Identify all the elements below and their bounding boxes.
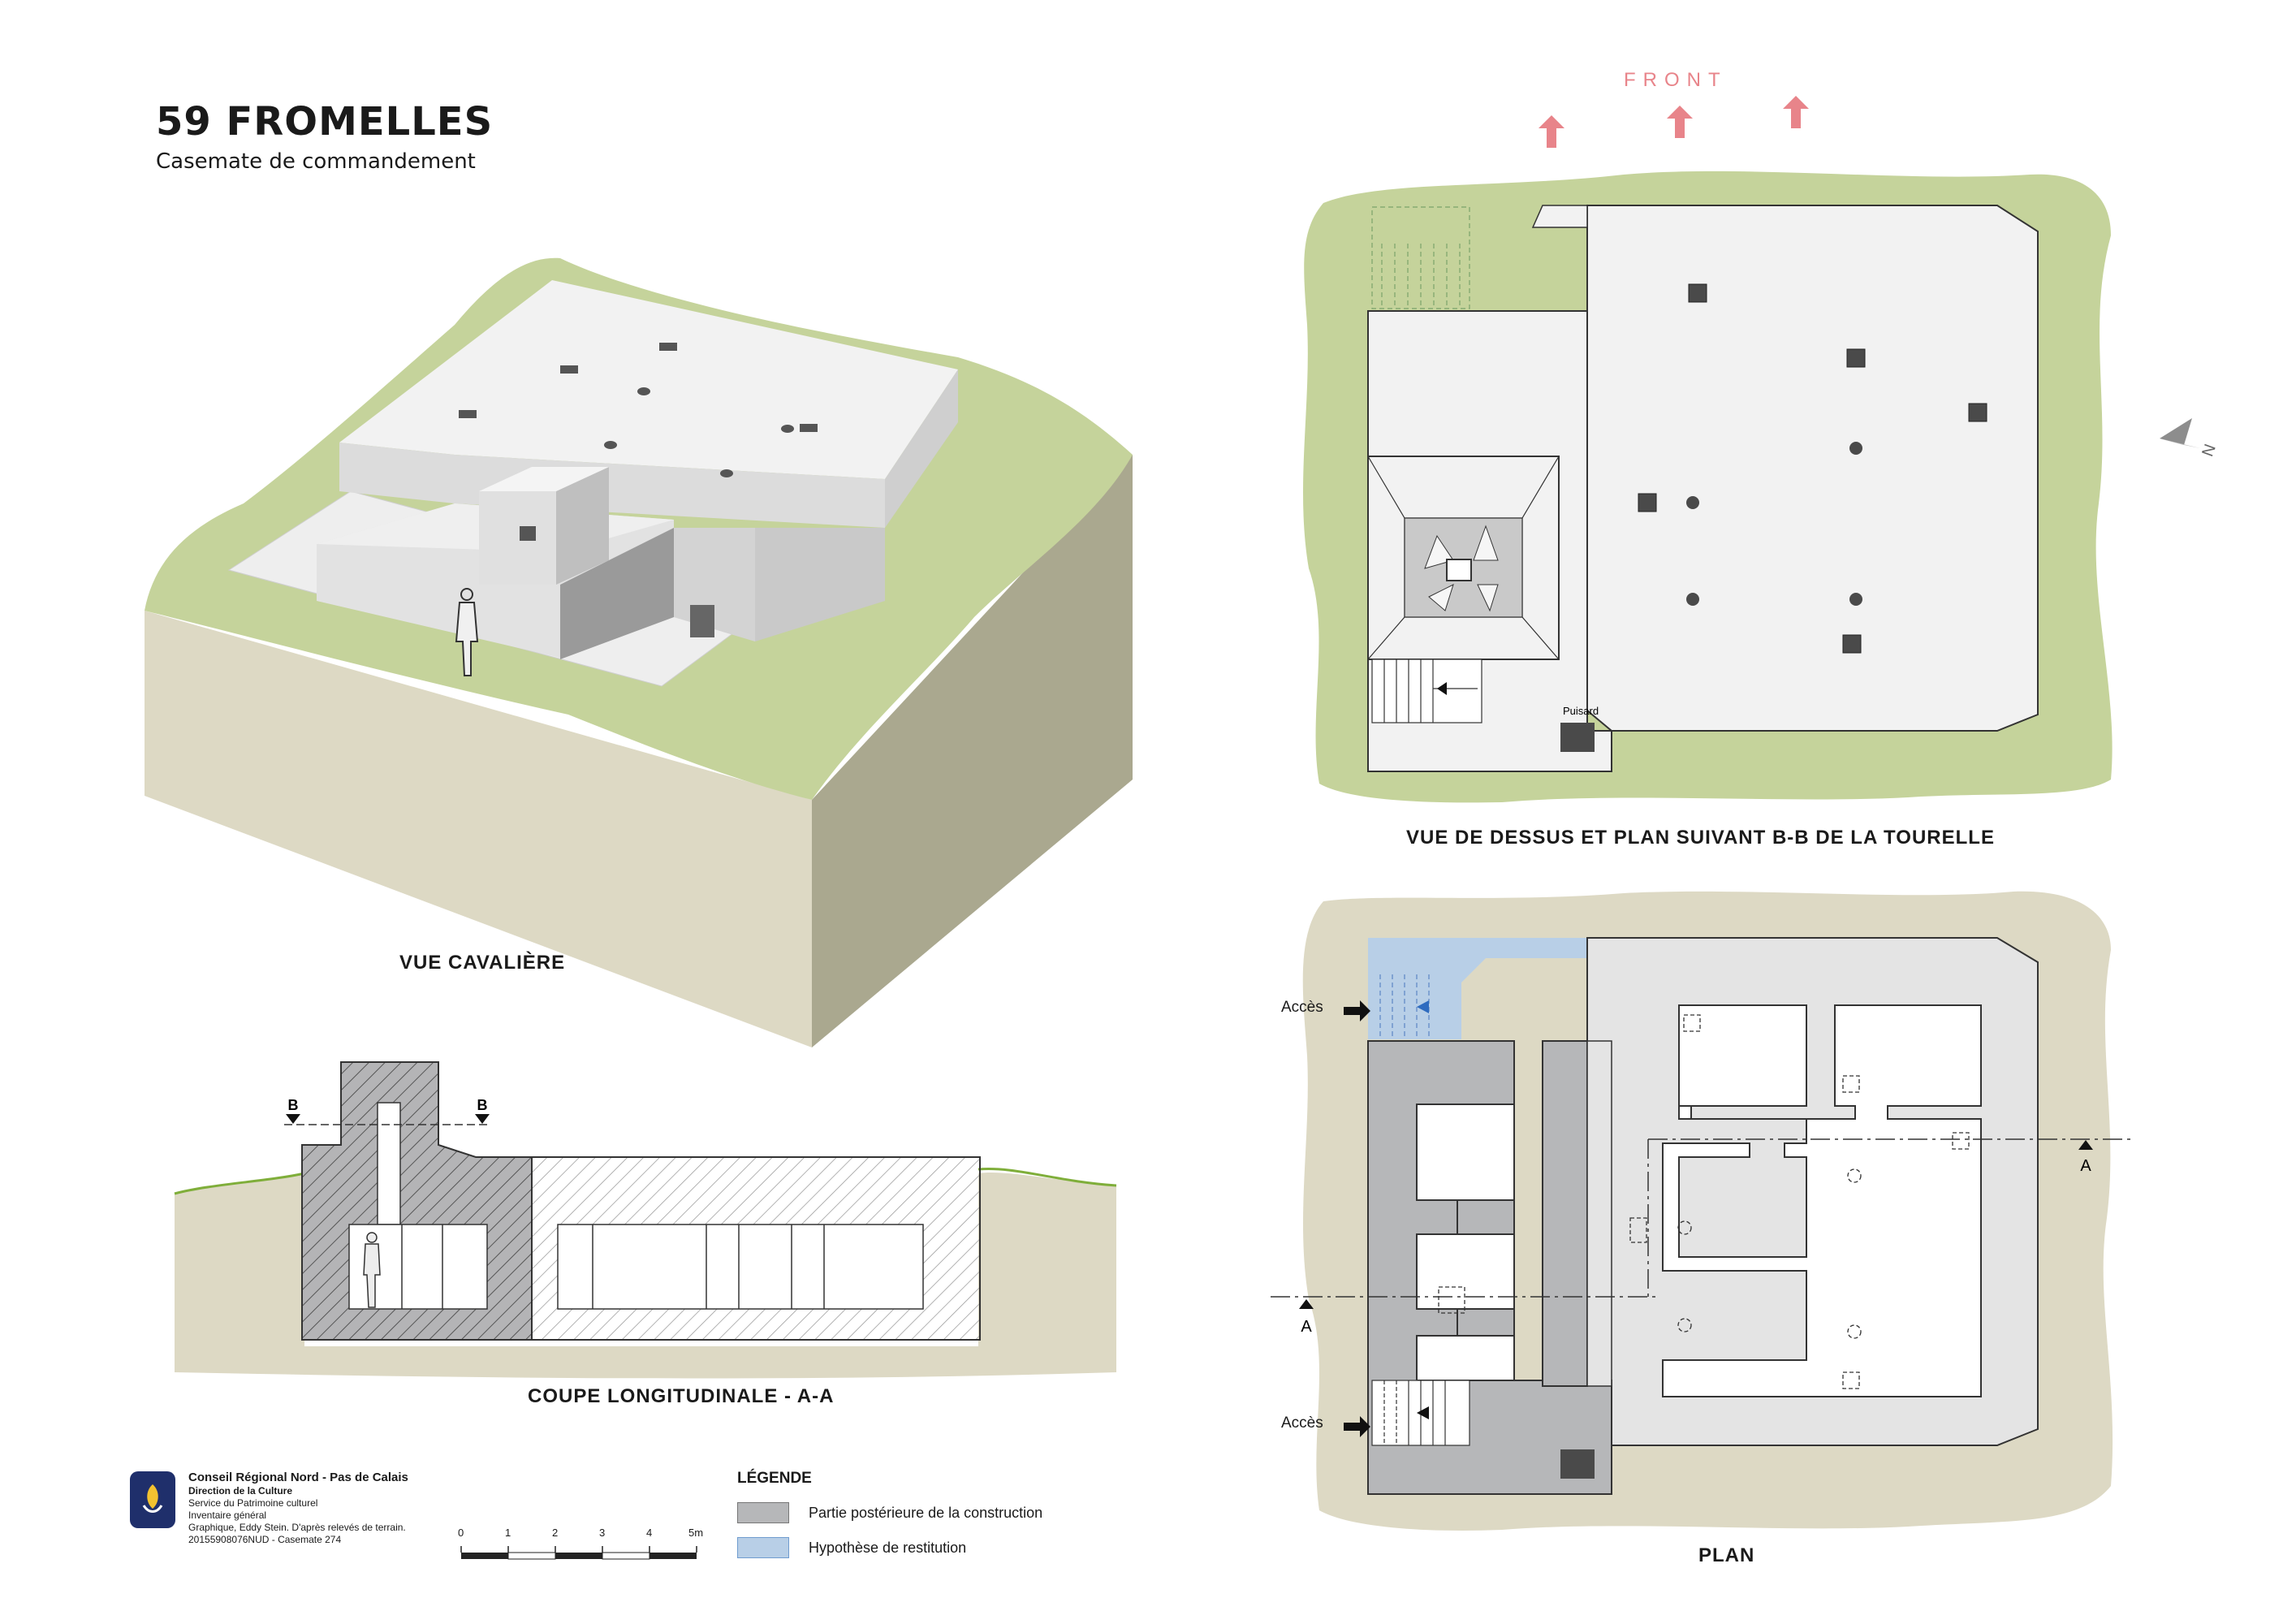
coupe-ground [175, 1172, 1116, 1379]
scale-tick-3: 3 [599, 1527, 606, 1539]
entrance-block [560, 528, 674, 659]
dessus-restitution-stairs [1371, 206, 1470, 309]
label-a-right: A [2080, 1157, 2091, 1175]
tower-top [479, 467, 609, 491]
dessus-notch [1531, 205, 1588, 228]
plan-rear-rooms [1416, 1104, 1515, 1381]
roof-side-face [885, 369, 958, 528]
legend-item-posterior: Partie postérieure de la construction [737, 1502, 1042, 1523]
caption-plan: PLAN [1698, 1544, 1755, 1566]
acces-arrow-top [1344, 1000, 1370, 1021]
region-emblem-icon [142, 1484, 163, 1513]
caption-vue-cavaliere: VUE CAVALIÈRE [399, 952, 566, 974]
soil-side-face [812, 455, 1133, 1047]
section-marker-a-left [1299, 1299, 1314, 1309]
front-room [557, 1224, 924, 1310]
tower-embrasure [520, 526, 536, 541]
roof-front-face [339, 443, 885, 528]
page-title: 59 FROMELLES [156, 99, 494, 145]
legend-title: LÉGENDE [737, 1470, 812, 1487]
organisation-block: Conseil Régional Nord - Pas de Calais Di… [188, 1470, 408, 1546]
north-arrow: N [2160, 418, 2220, 459]
plan-middle-inner [1586, 1040, 1612, 1387]
soil-front-face [145, 611, 812, 1047]
turret-blades [1424, 525, 1499, 612]
acces-arrow-bottom [1344, 1416, 1370, 1437]
legend-label-posterior: Partie postérieure de la construction [809, 1504, 1043, 1521]
coupe-grass-right [978, 1167, 1117, 1187]
legend-item-restitution: Hypothèse de restitution [737, 1537, 966, 1558]
vue-cavaliere [145, 257, 1133, 1047]
plan-restitution [1368, 938, 1587, 1039]
region-logo [130, 1471, 175, 1528]
soldier-figure [455, 588, 479, 676]
front-arrows [1539, 96, 1809, 148]
section-marker-a-right [2078, 1140, 2093, 1150]
turret-hatch [1446, 559, 1472, 581]
dessus-main-block [1586, 205, 2039, 732]
org-credit: Graphique, Eddy Stein. D'après relevés d… [188, 1522, 406, 1533]
roof-top [339, 280, 958, 479]
tower-shaft [377, 1102, 401, 1225]
scale-tick-4: 4 [646, 1527, 653, 1539]
roof-vent-circles [1686, 442, 1862, 606]
scale-tick-2: 2 [552, 1527, 559, 1539]
label-a-left: A [1301, 1318, 1312, 1336]
plan: A A [1271, 891, 2135, 1531]
plan-middle-wall [1542, 1040, 1588, 1387]
plan-restitution-arrow [1417, 1000, 1429, 1013]
plan-stairs-arrow [1417, 1406, 1429, 1419]
scale-tick-1: 1 [505, 1527, 511, 1539]
acces-label-top: Accès [1281, 999, 1323, 1016]
plan-dashed-openings [1438, 1014, 1970, 1389]
roof-vent-squares [1638, 283, 1987, 654]
scale-tick-0: 0 [458, 1527, 464, 1539]
org-name: Conseil Régional Nord - Pas de Calais [188, 1471, 408, 1484]
scale-tick-5: 5m [688, 1527, 704, 1539]
north-label: N [2199, 442, 2220, 459]
dessus-stairs [1371, 659, 1482, 723]
block-main-right [755, 528, 885, 641]
vue-de-dessus: Puisard N [1303, 96, 2220, 803]
plan-puisard [1560, 1449, 1595, 1479]
legend-swatch-posterior [737, 1502, 789, 1523]
org-service: Service du Patrimoine culturel [188, 1497, 318, 1509]
plan-front-rooms [1662, 1004, 1982, 1397]
org-dept: Direction de la Culture [188, 1485, 293, 1497]
tower-side [556, 467, 609, 585]
puisard-square [1560, 723, 1595, 752]
org-reference: 20155908076NUD - Casemate 274 [188, 1534, 342, 1545]
label-b-right: B [477, 1097, 488, 1113]
roof-openings [459, 343, 818, 477]
coupe-longitudinale: B B [174, 1061, 1117, 1379]
label-b-left: B [288, 1097, 299, 1113]
front-label: FRONT [1624, 69, 1728, 91]
org-inventaire: Inventaire général [188, 1510, 267, 1521]
coupe-grass-left [174, 1172, 305, 1195]
entrance-door [690, 605, 714, 637]
acces-label-bottom: Accès [1281, 1415, 1323, 1432]
section-marker-b-right [475, 1114, 490, 1124]
scale-bar [460, 1546, 697, 1560]
caption-coupe-longitudinale: COUPE LONGITUDINALE - A-A [528, 1385, 835, 1407]
puisard-label: Puisard [1563, 705, 1599, 717]
section-marker-b-left [286, 1114, 300, 1124]
stairs-arrow [1437, 682, 1447, 695]
legend-swatch-restitution [737, 1537, 789, 1558]
page-subtitle: Casemate de commandement [156, 149, 476, 174]
legend-label-restitution: Hypothèse de restitution [809, 1539, 967, 1556]
section-soldier [363, 1232, 381, 1308]
tower-front [479, 491, 556, 585]
caption-vue-de-dessus: VUE DE DESSUS ET PLAN SUIVANT B-B DE LA … [1406, 827, 1995, 849]
